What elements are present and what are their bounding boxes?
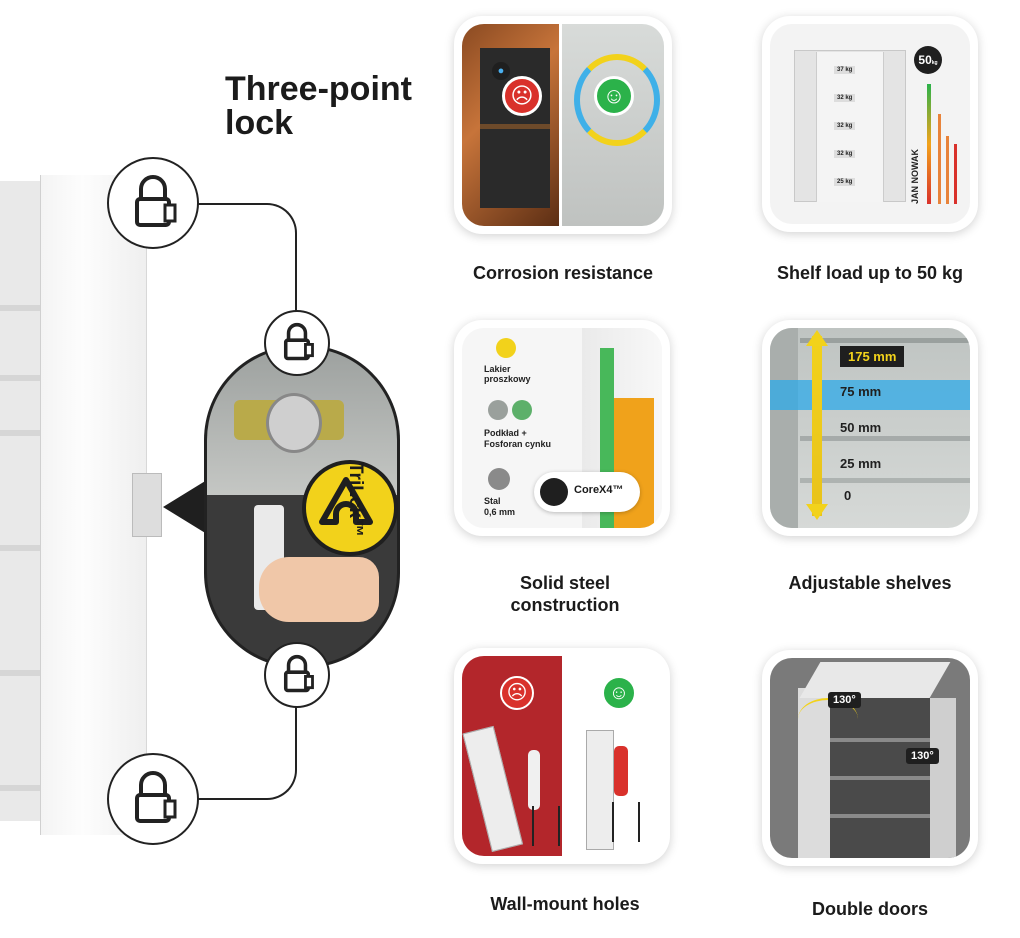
layer2-label-line2: Fosforan cynku xyxy=(484,439,552,449)
feature-tile-steel: Lakier proszkowy Podkład + Fosforan cynk… xyxy=(454,320,670,536)
caption-adjustable: Adjustable shelves xyxy=(788,573,952,593)
sad-face-icon: ☹ xyxy=(502,76,542,116)
height-75: 75 mm xyxy=(840,384,882,399)
cabinet-illustration xyxy=(0,175,162,835)
caption-steel: Solid steel construction xyxy=(440,572,690,616)
height-0: 0 xyxy=(844,488,852,503)
shelf-label-2: 32 kg xyxy=(834,94,856,102)
feature-tile-adjustable: 175 mm 75 mm 50 mm 25 mm 0 xyxy=(762,320,978,536)
happy-face-icon: ☺ xyxy=(602,676,636,710)
feature-tile-corrosion: ☹ ● ☺ xyxy=(454,16,672,234)
heading-line2: lock xyxy=(225,104,294,142)
layer2-label-line1: Podkład + xyxy=(484,428,527,438)
feature-tile-wall-mount: ☹ ☺ xyxy=(454,648,670,864)
corex-badge: CoreX4™ xyxy=(534,472,640,512)
caption-corrosion: Corrosion resistance xyxy=(472,263,654,283)
layer1-label: Lakier proszkowy xyxy=(484,364,531,384)
max-load-unit: kg xyxy=(931,60,938,66)
shelf-label-5: 25 kg xyxy=(834,178,856,186)
sad-face-icon: ☹ xyxy=(500,676,534,710)
lock-point-lower xyxy=(264,642,330,708)
wire-bottom xyxy=(195,690,297,800)
wire-top xyxy=(195,203,297,325)
door-angle-right: 130° xyxy=(906,748,939,764)
height-25: 25 mm xyxy=(840,456,882,471)
arrow-icon xyxy=(812,336,822,516)
padlock-icon xyxy=(135,771,177,823)
heading: Three-point lock xyxy=(225,72,412,140)
arrow-icon xyxy=(574,54,660,146)
heading-line1: Three-point xyxy=(225,70,412,108)
shelf-label-1: 37 kg xyxy=(834,66,856,74)
padlock-icon xyxy=(283,655,314,693)
shelf-label-3: 32 kg xyxy=(834,122,856,130)
feature-tile-shelf-load: 37 kg 32 kg 32 kg 32 kg 25 kg 50kg JAN N… xyxy=(762,16,978,232)
max-load-badge: 50kg xyxy=(914,46,942,74)
trilock-logo-icon xyxy=(302,460,398,556)
padlock-icon xyxy=(283,323,314,361)
brand-text: JAN NOWAK xyxy=(910,148,920,204)
lock-point-middle xyxy=(264,310,330,376)
caption-shelf-load: Shelf load up to 50 kg xyxy=(776,263,964,283)
caption-double-doors: Double doors xyxy=(812,899,928,919)
water-drop-icon: ● xyxy=(492,62,510,80)
layer3-label-line1: Stal xyxy=(484,496,501,506)
caption-wall-mount: Wall-mount holes xyxy=(490,894,640,914)
trilock-brand: TriLck™ xyxy=(345,462,366,537)
caption-steel-line1: Solid steel xyxy=(519,573,611,593)
corex-badge-text: CoreX4™ xyxy=(574,484,624,496)
lock-point-bottom xyxy=(107,753,199,845)
height-50: 50 mm xyxy=(840,420,882,435)
layer3-label-line2: 0,6 mm xyxy=(484,507,516,517)
padlock-icon xyxy=(135,175,177,227)
height-175: 175 mm xyxy=(840,346,905,367)
door-angle-left: 130° xyxy=(828,692,861,708)
shelf-label-4: 32 kg xyxy=(834,150,856,158)
lock-point-top xyxy=(107,157,199,249)
caption-steel-line2: construction xyxy=(510,595,620,615)
max-load-value: 50 xyxy=(918,53,932,67)
feature-tile-double-doors: 130° 130° xyxy=(762,650,978,866)
